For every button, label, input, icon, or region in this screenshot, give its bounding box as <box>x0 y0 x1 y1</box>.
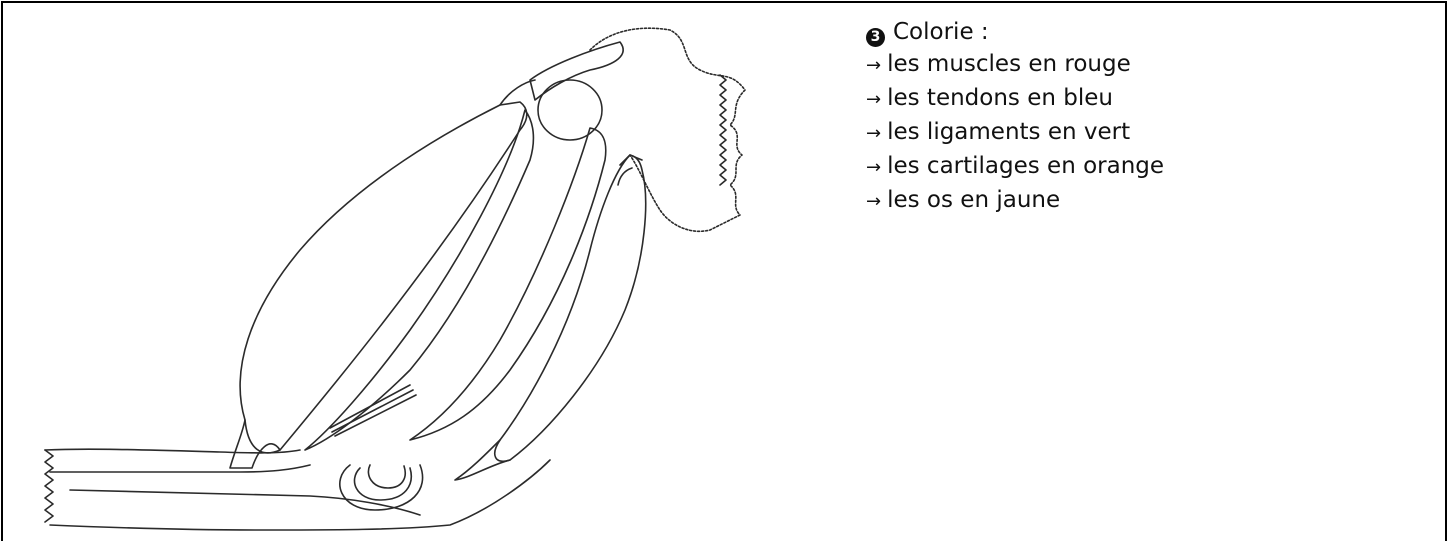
instruction-text-bones: les os en jaune <box>887 184 1060 216</box>
arrow-right-icon: → <box>866 50 881 82</box>
bone-shoulder-outline <box>590 28 745 231</box>
instruction-text-ligaments: les ligaments en vert <box>887 116 1130 148</box>
tendon-insertion-right <box>455 440 510 480</box>
step-number-badge: 3 <box>866 28 885 47</box>
instruction-item: → les muscles en rouge <box>866 48 1426 82</box>
arm-anatomy-drawing <box>30 10 820 533</box>
cartilage-arc-3 <box>368 465 405 488</box>
instructions-panel: 3 Colorie : → les muscles en rouge → les… <box>866 16 1426 218</box>
instruction-item: → les ligaments en vert <box>866 116 1426 150</box>
instruction-text-cartilages: les cartilages en orange <box>887 150 1164 182</box>
instruction-item: → les cartilages en orange <box>866 150 1426 184</box>
arrow-right-icon: → <box>866 84 881 116</box>
bone-cut-edge <box>720 75 726 185</box>
instruction-item: → les tendons en bleu <box>866 82 1426 116</box>
arrow-right-icon: → <box>866 186 881 218</box>
bone-forearm-mid <box>50 465 310 472</box>
instructions-heading: 3 Colorie : <box>866 16 1426 48</box>
humeral-head <box>538 80 602 140</box>
tendon-insertion-left <box>230 420 280 468</box>
instruction-item: → les os en jaune <box>866 184 1426 218</box>
arrow-right-icon: → <box>866 118 881 150</box>
instruction-text-tendons: les tendons en bleu <box>887 82 1113 114</box>
instruction-text-muscles: les muscles en rouge <box>887 48 1131 80</box>
forearm-cut-edge <box>45 450 53 522</box>
cartilage-arc-2 <box>354 468 411 500</box>
heading-text: Colorie : <box>893 16 989 48</box>
arrow-right-icon: → <box>866 152 881 184</box>
